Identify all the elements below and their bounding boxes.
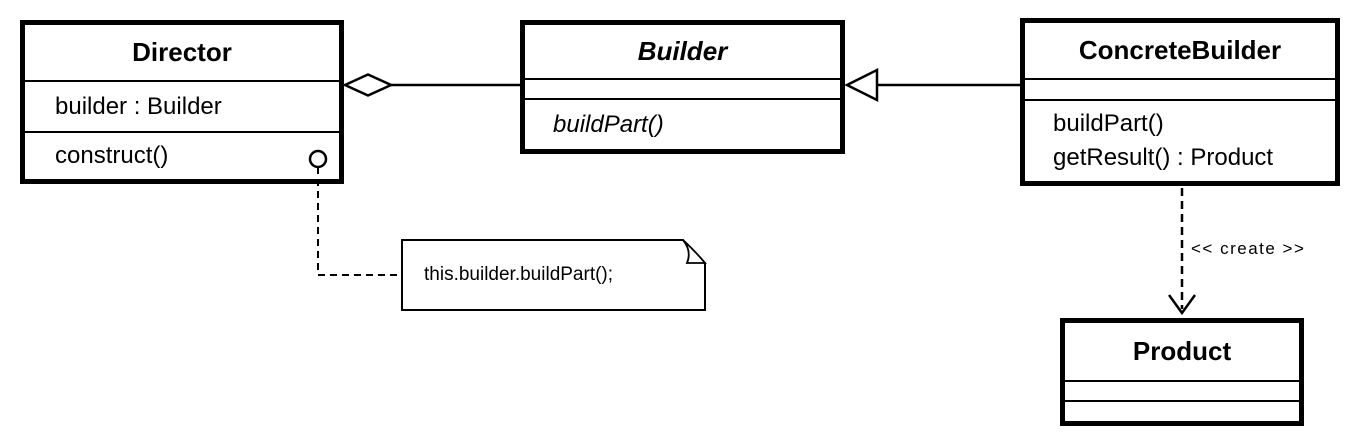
- class-product-title: Product: [1132, 336, 1232, 366]
- method-getresult: getResult() : Product: [1053, 144, 1274, 171]
- class-concrete-builder-title: ConcreteBuilder: [1078, 35, 1282, 65]
- class-product-methods-empty: [1065, 400, 1299, 421]
- attribute-builder: builder : Builder: [55, 92, 222, 120]
- method-buildpart-abstract: buildPart(): [553, 110, 664, 138]
- class-builder-methods: buildPart(): [525, 98, 840, 149]
- class-director: Director builder : Builder construct(): [20, 20, 344, 184]
- class-concrete-builder-methods: buildPart() getResult() : Product: [1025, 99, 1335, 181]
- generalization-triangle-icon: [844, 67, 879, 103]
- class-product: Product: [1060, 318, 1304, 426]
- class-director-methods: construct(): [25, 131, 339, 179]
- class-concrete-builder: ConcreteBuilder buildPart() getResult() …: [1020, 18, 1340, 186]
- class-director-title: Director: [132, 37, 232, 67]
- class-builder: Builder buildPart(): [520, 20, 845, 154]
- class-director-attributes: builder : Builder: [25, 80, 339, 131]
- aggregation-diamond-icon: [341, 73, 395, 97]
- method-buildpart: buildPart(): [1053, 110, 1164, 137]
- dependency-arrowhead-icon: [1167, 294, 1197, 316]
- method-construct: construct(): [55, 142, 169, 169]
- class-builder-title: Builder: [637, 36, 728, 66]
- note-text: this.builder.buildPart();: [424, 264, 614, 285]
- class-builder-attributes-empty: [525, 78, 840, 98]
- class-product-attributes-empty: [1065, 380, 1299, 400]
- class-concrete-builder-attributes-empty: [1025, 78, 1335, 99]
- dependency-stereotype-label: << create >>: [1191, 239, 1306, 258]
